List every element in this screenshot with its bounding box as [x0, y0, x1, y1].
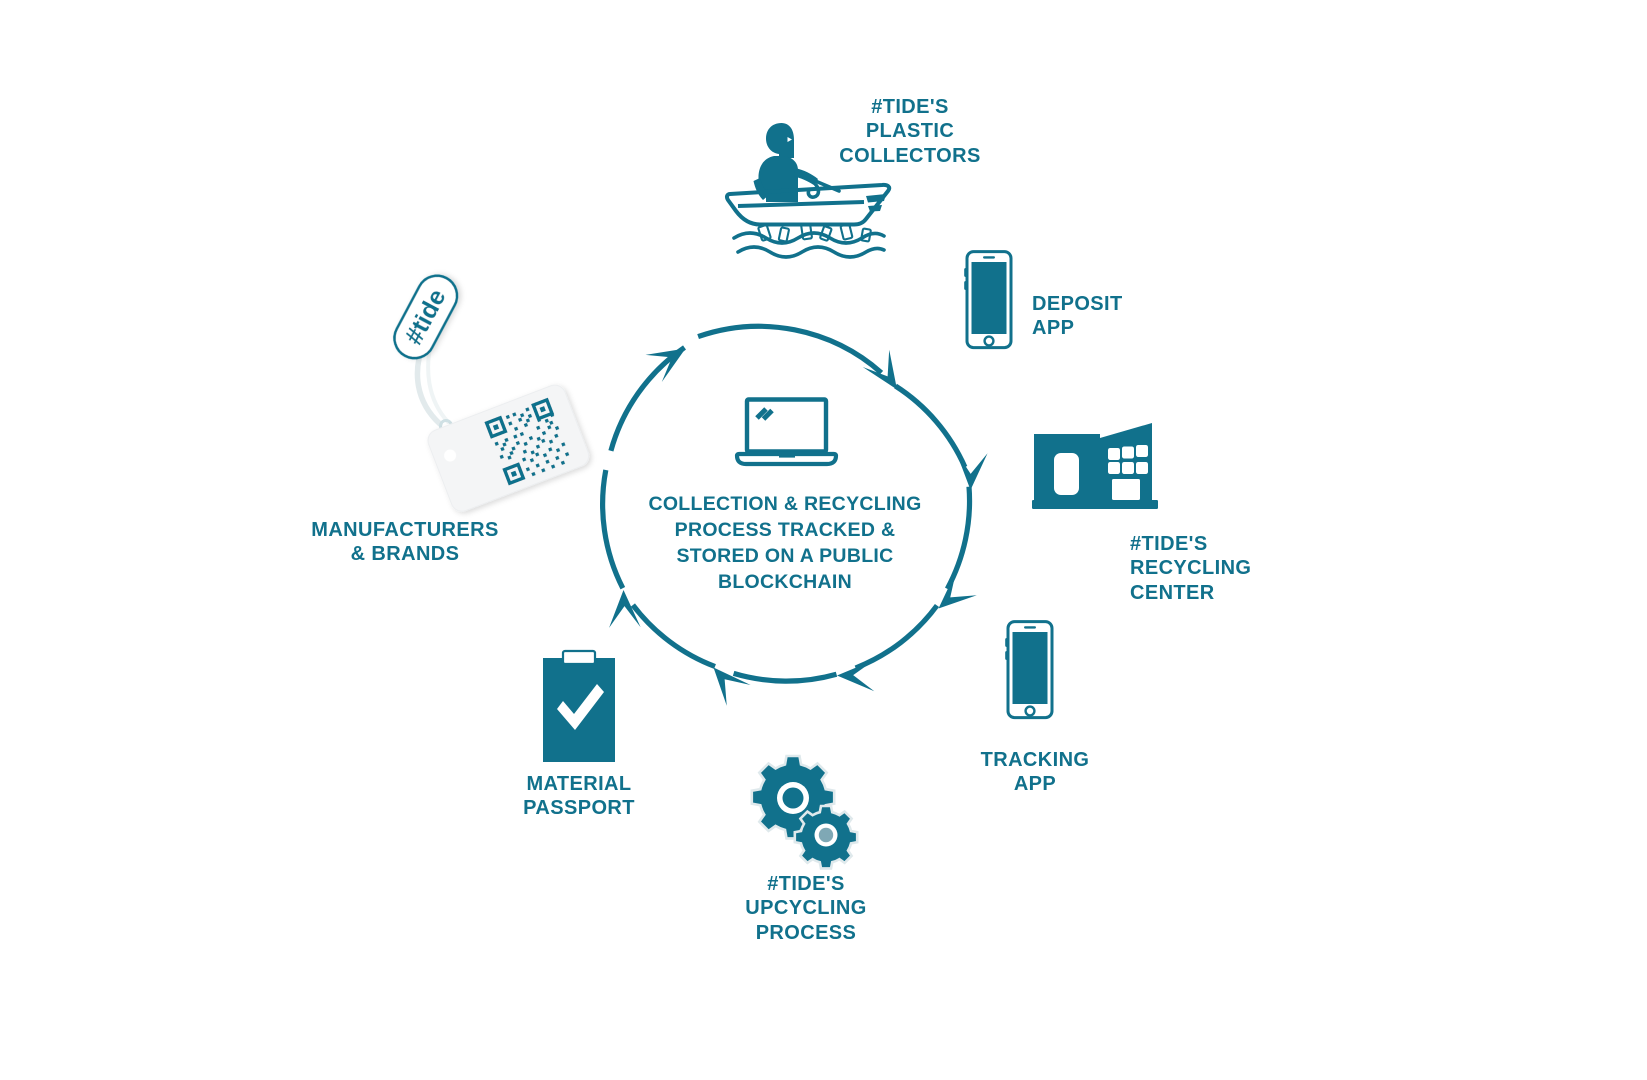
hangtag-qr-icon: #tide: [372, 274, 590, 521]
laptop-icon: [734, 397, 839, 467]
label-upcycling-process: #TIDE'S UPCYCLING PROCESS: [745, 873, 867, 944]
label-recycling-center: #TIDE'S RECYCLING CENTER: [1130, 533, 1252, 604]
center-caption: COLLECTION & RECYCLING PROCESS TRACKED &…: [648, 493, 922, 593]
label-deposit-app: DEPOSIT APP: [1032, 293, 1123, 340]
label-material-passport: MATERIAL PASSPORT: [523, 773, 635, 820]
label-manufacturers-brands: MANUFACTURERS & BRANDS: [311, 519, 499, 566]
rowboat-collector-icon: [716, 118, 898, 263]
factory-building-icon: [1032, 422, 1160, 510]
smartphone-icon-deposit: [959, 250, 1019, 350]
gears-icon: [748, 753, 859, 870]
circular-flow-ring: [585, 300, 993, 710]
label-tracking-app: TRACKING APP: [980, 749, 1090, 796]
ring-arcs: [600, 323, 993, 710]
smartphone-icon-tracking: [1000, 620, 1060, 720]
label-plastic-collectors: #TIDE'S PLASTIC COLLECTORS: [839, 96, 981, 167]
clipboard-check-icon: [541, 649, 617, 763]
